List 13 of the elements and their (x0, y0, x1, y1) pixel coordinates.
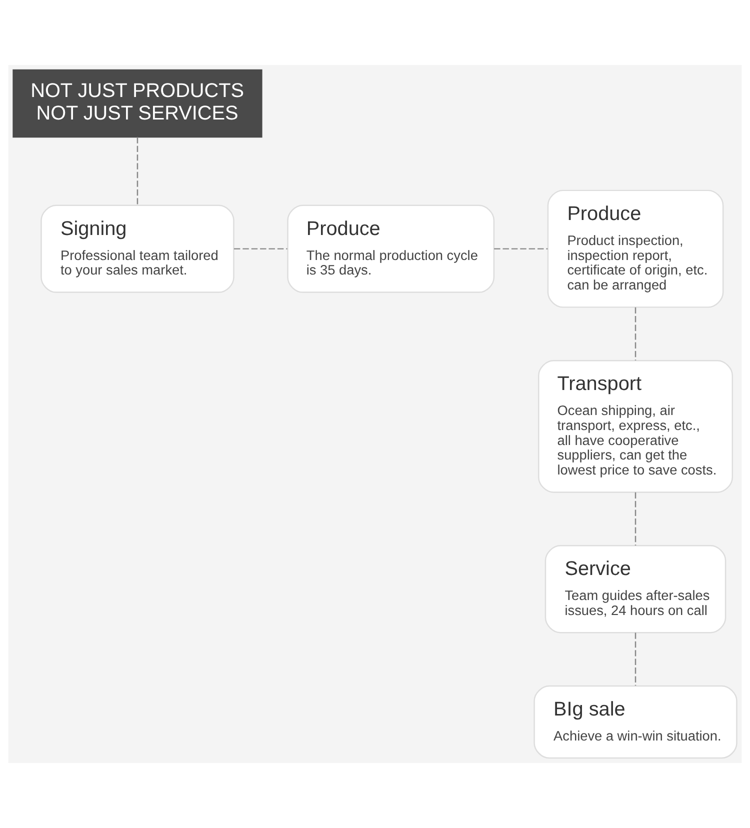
node-box: BIg sale Achieve a win-win situation. (534, 685, 738, 759)
connector (634, 307, 636, 360)
node-box: Produce Product inspection, inspection report, certificate of origin, etc. can be arranged (547, 190, 724, 308)
connector (634, 632, 636, 686)
connector (494, 248, 548, 250)
connector (234, 248, 288, 250)
node-box: Service Team guides after-sales issues, 24 hours on call (544, 545, 726, 634)
connector (634, 492, 636, 546)
node-box: Transport Ocean shipping, air transport, express, etc., all have cooperative suppliers, can get the lowest price to save costs. (538, 360, 733, 493)
node-box: Produce The normal production cycle is 35 days. (287, 204, 495, 293)
node-box: NOT JUST PRODUCTS NOT JUST SERVICES (12, 69, 262, 138)
node-box: Signing Professional team tailored to your sales market. (40, 204, 234, 293)
connector (136, 137, 138, 205)
